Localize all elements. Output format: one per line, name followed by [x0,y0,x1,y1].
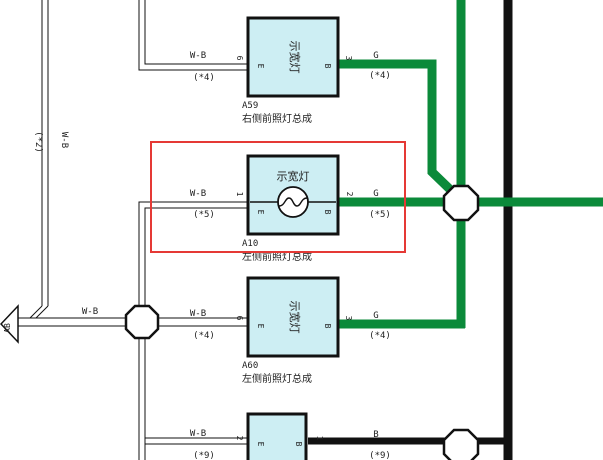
ground-connector-label: AB [3,323,12,333]
a10-right-note: (*5) [369,210,391,220]
a60-code: A60 [242,361,258,371]
bottom-left-note: (*9) [193,451,215,460]
bottom-left-wire: W-B [190,429,206,439]
a10-name: 左侧前照灯总成 [242,250,312,263]
a60-right-note: (*4) [369,331,391,341]
a60-inner-label: 示宽灯 [288,301,302,334]
a60-name: 左侧前照灯总成 [242,372,312,385]
a60-term-e: E [256,324,265,329]
a59-term-e: E [256,64,265,69]
green-wire-a59 [338,59,465,204]
junction-wb [124,304,160,340]
a60-right-pin: 3 [344,316,353,321]
bottom-right-pin: 1 [315,436,324,441]
bottom-term-b: B [294,442,303,447]
a59-inner-label: 示宽灯 [288,41,302,74]
a59-left-wire: W-B [190,51,206,61]
wb-horizontal-label: W-B [82,307,98,317]
a10-inner-label: 示宽灯 [277,169,310,183]
a59-name: 右侧前照灯总成 [242,112,312,125]
a10-left-note: (*5) [193,210,215,220]
a10-term-b: B [323,210,332,215]
wb-vertical-note: (*2) [33,131,43,153]
a59-left-note: (*4) [193,73,215,83]
component-a59: 示宽灯 E B 6 3 W-B (*4) G (*4) A59 右侧前照灯总成 [190,16,391,125]
a60-left-note: (*4) [193,331,215,341]
component-a10: 示宽灯 E B 1 2 W-B (*5) G (*5) A10 左侧前照灯总成 [190,154,391,263]
highlight-box [150,141,406,253]
a59-left-pin: 6 [235,56,244,61]
wb-wire-vert-outer [138,201,248,460]
a59-right-wire: G [373,51,378,61]
bottom-right-note: (*9) [369,451,391,460]
a60-left-pin: 6 [235,316,244,321]
wb-wire-a59-inner [144,0,248,65]
a59-term-b: B [323,64,332,69]
a10-code: A10 [242,239,258,249]
a60-term-b: B [323,324,332,329]
component-a60: 示宽灯 E B 6 3 W-B (*4) G (*4) A60 左侧前照灯总成 [190,276,391,385]
junction-green [442,184,480,222]
a60-left-wire: W-B [190,309,206,319]
a59-code: A59 [242,101,258,111]
a10-term-e: E [256,210,265,215]
a60-right-wire: G [373,311,378,321]
a10-left-pin: 1 [235,192,244,197]
a59-right-pin: 3 [344,56,353,61]
junction-black [442,428,480,460]
bottom-right-wire: B [373,430,378,440]
a59-right-note: (*4) [369,71,391,81]
a10-left-wire: W-B [190,189,206,199]
wb-wire-a59-outer [138,0,248,71]
a10-right-pin: 2 [345,192,354,197]
bottom-term-e: E [256,442,265,447]
a10-right-wire: G [373,189,378,199]
bottom-left-pin: 2 [235,436,244,441]
wb-wire-vert-inner [144,207,248,460]
ground-connector-ab [0,304,19,344]
component-bottom: E B 2 1 W-B (*9) B (*9) [190,412,391,460]
wb-vertical-label: W-B [59,132,69,148]
